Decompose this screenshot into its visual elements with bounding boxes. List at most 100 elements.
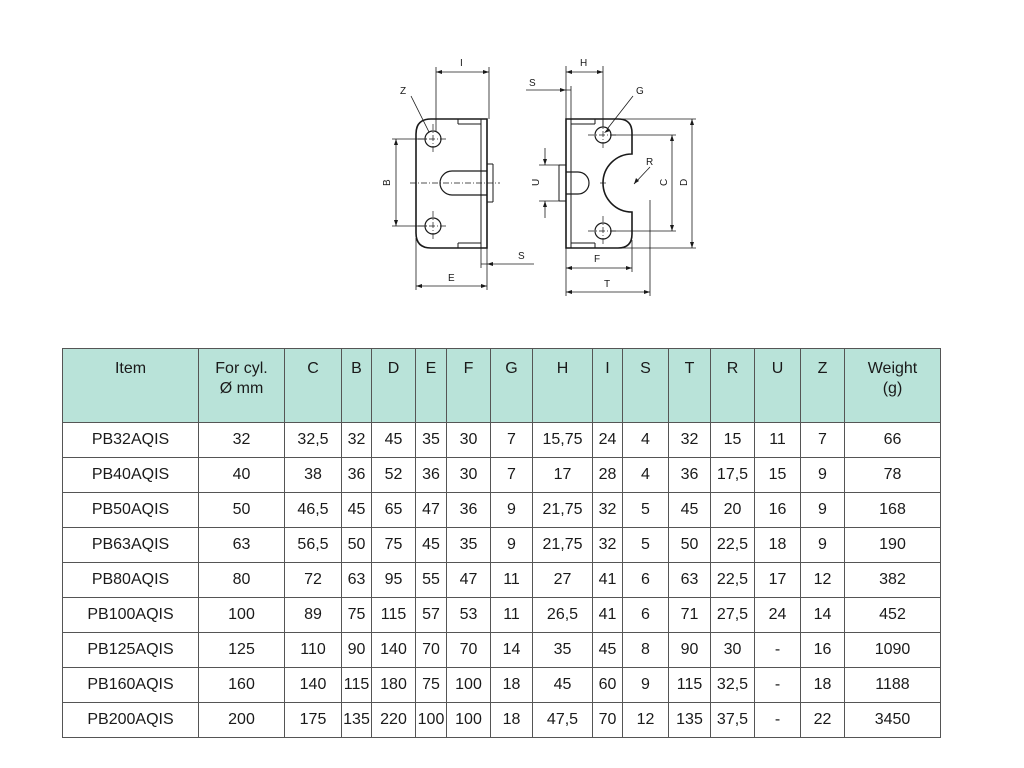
table-cell: 14 — [800, 597, 845, 633]
table-cell: 32 — [592, 527, 623, 563]
table-cell: 11 — [490, 597, 533, 633]
table-cell: 40 — [198, 457, 285, 493]
table-cell: 135 — [341, 702, 372, 738]
table-cell: 8 — [622, 632, 669, 668]
item-code-cell: PB125AQIS — [62, 632, 199, 668]
table-cell: 50 — [668, 527, 711, 563]
table-cell: 4 — [622, 457, 669, 493]
label-G: G — [636, 86, 644, 97]
item-code-cell: PB50AQIS — [62, 492, 199, 528]
item-code-cell: PB100AQIS — [62, 597, 199, 633]
label-R: R — [646, 157, 653, 168]
column-header: D — [371, 348, 416, 423]
column-header: R — [710, 348, 755, 423]
table-cell: 35 — [446, 527, 491, 563]
table-cell: 41 — [592, 597, 623, 633]
table-cell: 20 — [710, 492, 755, 528]
table-cell: 55 — [415, 562, 447, 598]
table-cell: 90 — [341, 632, 372, 668]
column-header: T — [668, 348, 711, 423]
item-code-cell: PB200AQIS — [62, 702, 199, 738]
table-cell: 63 — [198, 527, 285, 563]
column-header: I — [592, 348, 623, 423]
table-cell: 7 — [490, 422, 533, 458]
item-code-cell: PB63AQIS — [62, 527, 199, 563]
table-cell: 16 — [754, 492, 801, 528]
table-cell: 66 — [844, 422, 941, 458]
table-cell: 4 — [622, 422, 669, 458]
table-cell: 46,5 — [284, 492, 342, 528]
table-cell: 18 — [490, 702, 533, 738]
left-bracket-outline — [415, 118, 488, 249]
table-cell: 72 — [284, 562, 342, 598]
table-cell: 36 — [341, 457, 372, 493]
table-cell: 63 — [668, 562, 711, 598]
column-header: For cyl.Ø mm — [198, 348, 285, 423]
table-cell: 32,5 — [710, 667, 755, 703]
table-cell: 27 — [532, 562, 593, 598]
table-cell: 27,5 — [710, 597, 755, 633]
right-bracket-outline — [565, 118, 633, 249]
table-cell: 9 — [800, 527, 845, 563]
table-cell: 22 — [800, 702, 845, 738]
table-cell: 18 — [490, 667, 533, 703]
table-cell: 52 — [371, 457, 416, 493]
table-cell: 17 — [754, 562, 801, 598]
table-cell: 21,75 — [532, 527, 593, 563]
table-cell: 70 — [415, 632, 447, 668]
table-cell: 24 — [754, 597, 801, 633]
table-cell: 71 — [668, 597, 711, 633]
table-cell: 60 — [592, 667, 623, 703]
table-cell: 90 — [668, 632, 711, 668]
table-cell: 26,5 — [532, 597, 593, 633]
table-cell: 37,5 — [710, 702, 755, 738]
table-cell: 140 — [371, 632, 416, 668]
table-cell: 80 — [198, 562, 285, 598]
table-cell: 41 — [592, 562, 623, 598]
label-E: E — [448, 273, 455, 284]
table-cell: 9 — [490, 492, 533, 528]
table-cell: 17 — [532, 457, 593, 493]
table-cell: 45 — [532, 667, 593, 703]
table-cell: 50 — [341, 527, 372, 563]
table-cell: 57 — [415, 597, 447, 633]
item-code-cell: PB80AQIS — [62, 562, 199, 598]
table-cell: - — [754, 667, 801, 703]
table-cell: 9 — [800, 492, 845, 528]
table-cell: 30 — [446, 457, 491, 493]
table-cell: 35 — [415, 422, 447, 458]
table-cell: 36 — [668, 457, 711, 493]
table-cell: 11 — [754, 422, 801, 458]
column-header: S — [622, 348, 669, 423]
label-B: B — [382, 179, 393, 186]
column-header: E — [415, 348, 447, 423]
table-cell: 9 — [490, 527, 533, 563]
table-cell: 47 — [415, 492, 447, 528]
table-cell: 36 — [446, 492, 491, 528]
table-cell: 47 — [446, 562, 491, 598]
table-cell: 100 — [415, 702, 447, 738]
table-cell: 32 — [592, 492, 623, 528]
table-cell: 95 — [371, 562, 416, 598]
table-cell: 16 — [800, 632, 845, 668]
table-cell: 135 — [668, 702, 711, 738]
table-cell: 9 — [800, 457, 845, 493]
table-cell: 100 — [198, 597, 285, 633]
table-cell: 32 — [198, 422, 285, 458]
table-cell: 18 — [754, 527, 801, 563]
table-cell: 32 — [341, 422, 372, 458]
table-cell: 190 — [844, 527, 941, 563]
right-slot — [566, 171, 590, 195]
table-cell: 12 — [622, 702, 669, 738]
table-cell: 32 — [668, 422, 711, 458]
table-cell: 45 — [668, 492, 711, 528]
column-header: Weight(g) — [844, 348, 941, 423]
table-cell: 125 — [198, 632, 285, 668]
